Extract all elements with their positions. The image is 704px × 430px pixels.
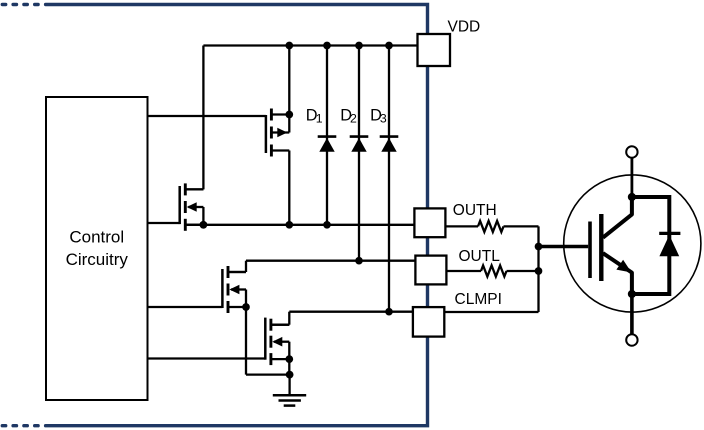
svg-text:1: 1 <box>316 112 323 126</box>
svg-text:D: D <box>370 106 382 124</box>
svg-text:OUTL: OUTL <box>459 248 501 265</box>
svg-text:Circuitry: Circuitry <box>66 250 129 269</box>
svg-text:Control: Control <box>69 227 124 246</box>
svg-text:CLMPI: CLMPI <box>455 291 502 308</box>
svg-text:2: 2 <box>350 112 357 126</box>
svg-text:VDD: VDD <box>448 19 481 36</box>
svg-text:D: D <box>340 106 352 124</box>
svg-text:D: D <box>306 106 318 124</box>
svg-text:OUTH: OUTH <box>453 202 497 219</box>
svg-text:3: 3 <box>380 112 387 126</box>
